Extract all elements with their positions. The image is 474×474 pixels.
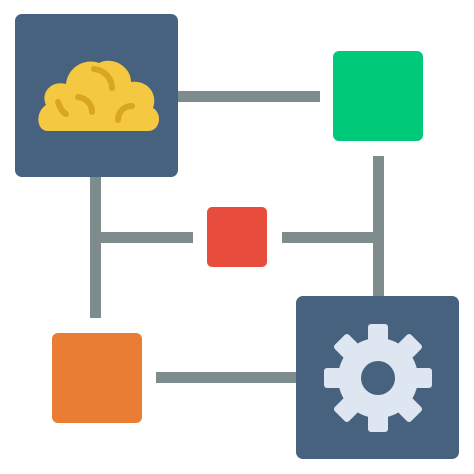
cloud-icon: [38, 60, 160, 131]
orange-square: [52, 333, 142, 423]
gear-panel: [296, 296, 459, 459]
connector-right-vertical: [373, 156, 384, 298]
connector-orange-to-gear: [156, 372, 298, 383]
connector-cloud-to-green: [178, 91, 320, 102]
connector-lines: [90, 91, 384, 383]
connector-left-vertical: [90, 176, 101, 318]
red-square: [207, 207, 267, 267]
gear-icon: [324, 324, 432, 432]
connector-left-to-red: [101, 232, 193, 243]
green-square: [333, 51, 423, 141]
cloud-panel: [15, 14, 178, 177]
connector-red-to-right: [282, 232, 374, 243]
